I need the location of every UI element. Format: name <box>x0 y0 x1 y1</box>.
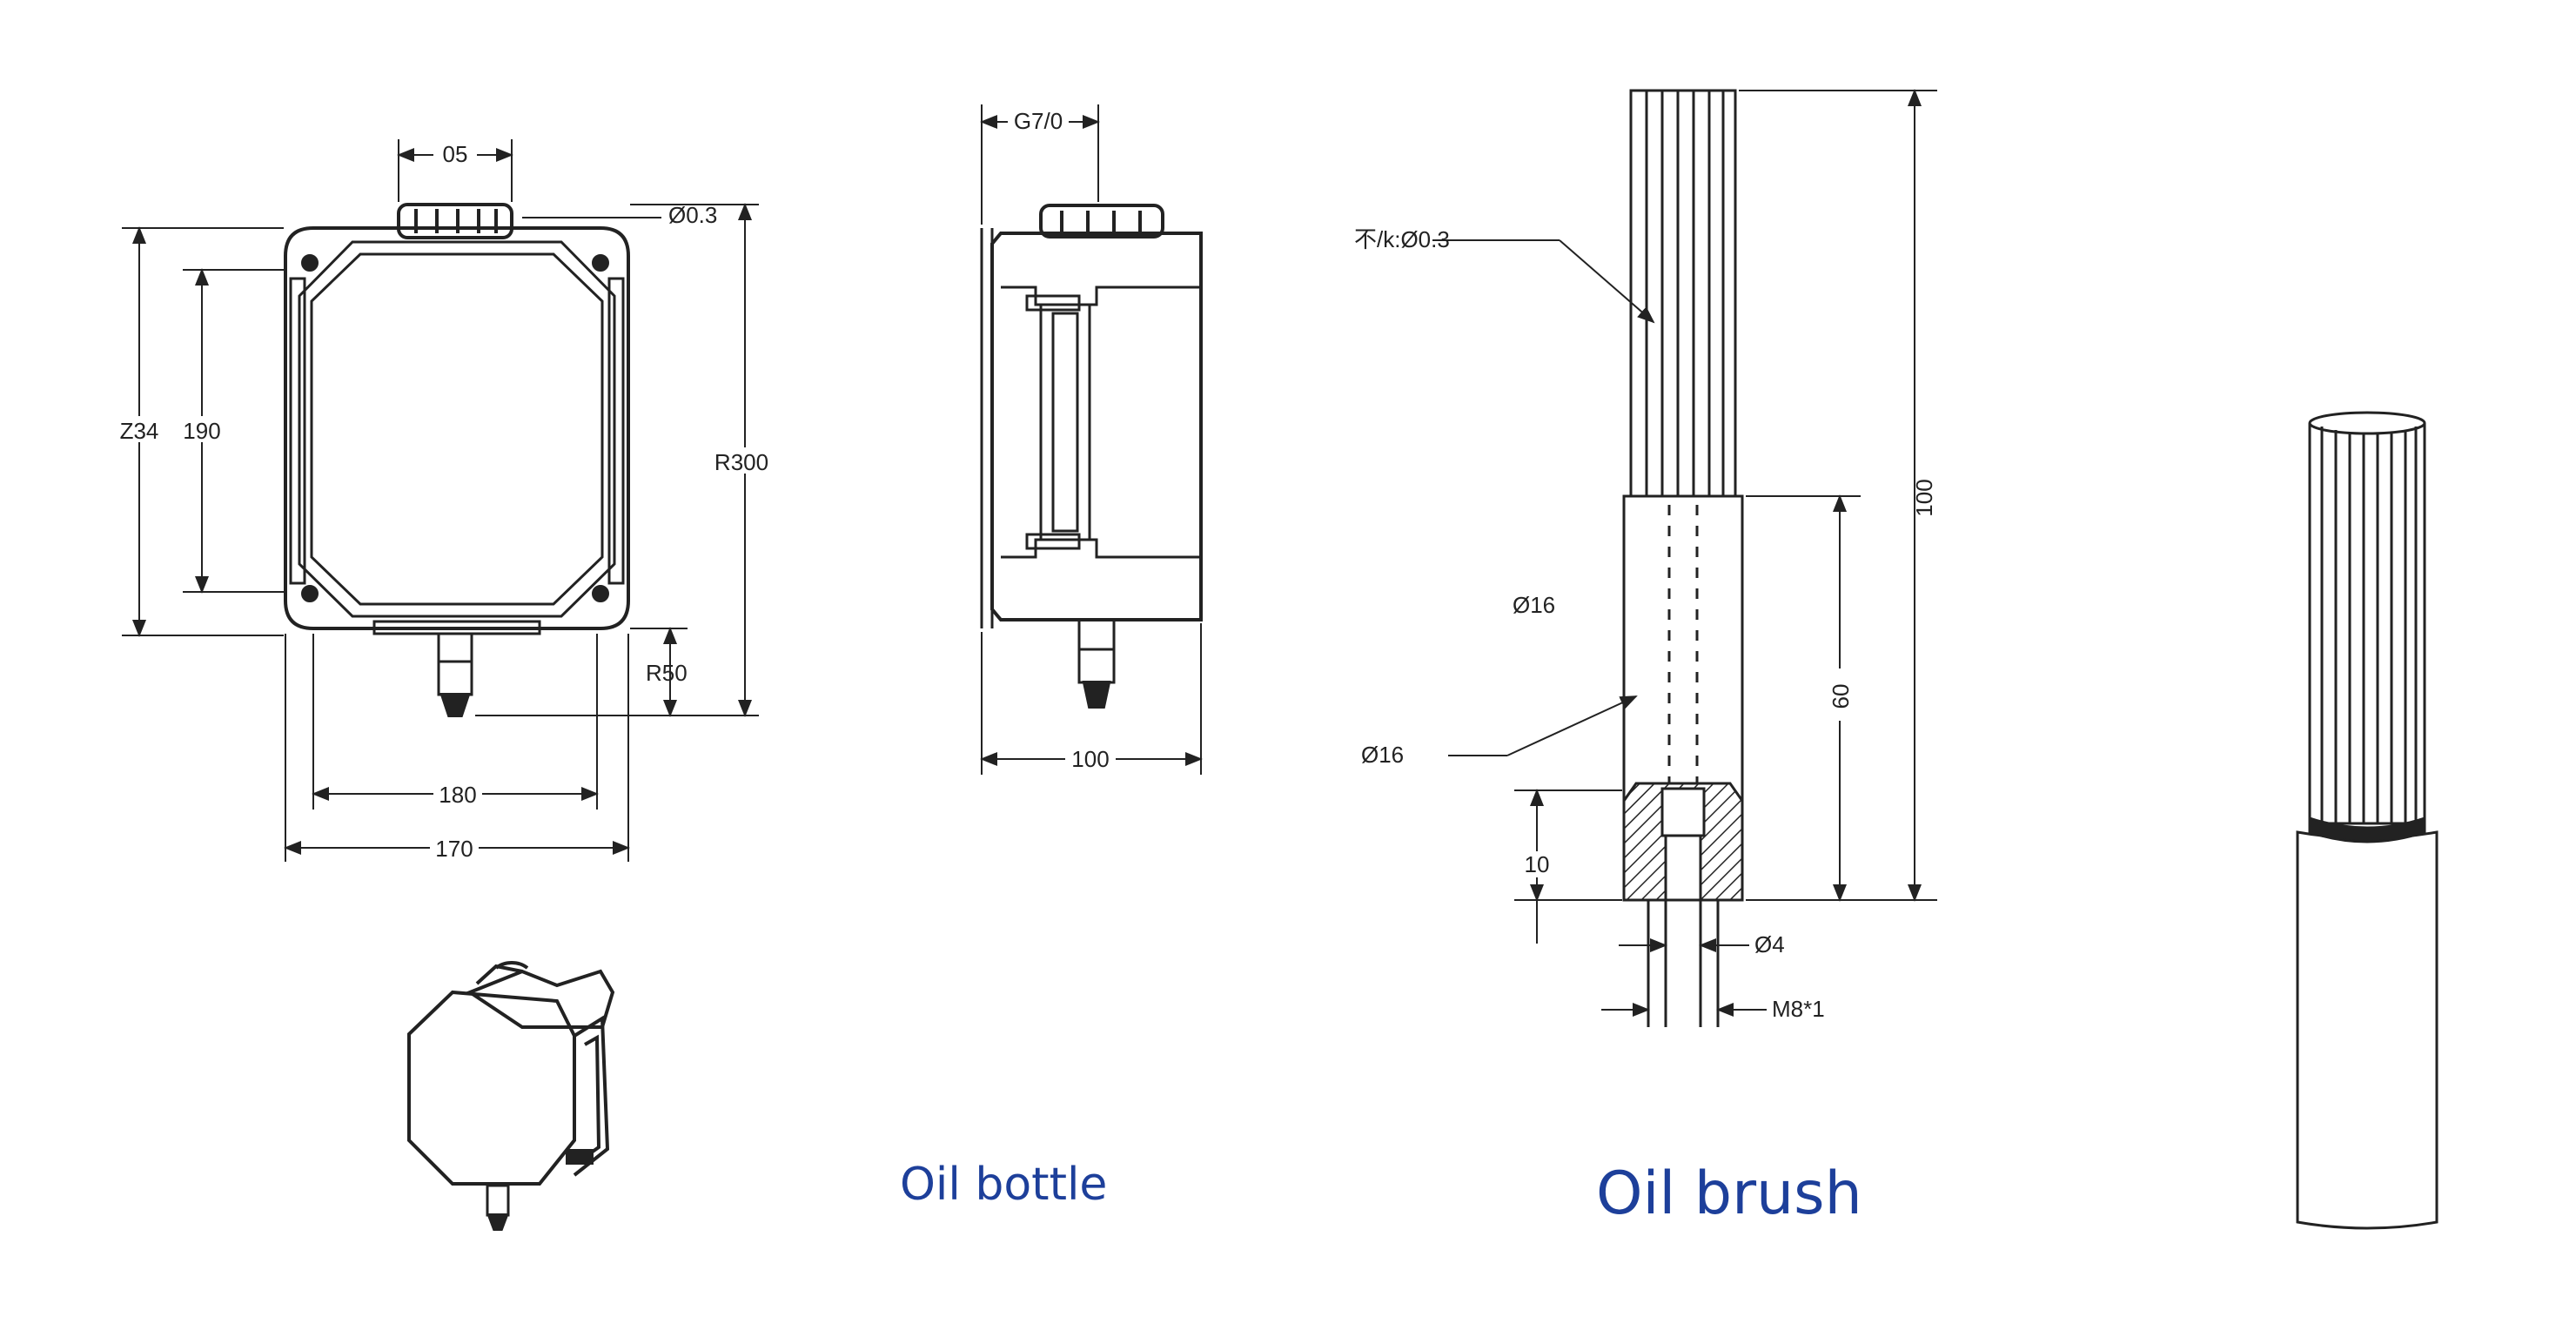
bottle-front-view <box>284 203 630 717</box>
dim-thread-length: 10 <box>1525 851 1550 877</box>
bottle-side-dimensions <box>980 104 1203 775</box>
dim-brush-holder: Ø16 <box>1361 742 1404 768</box>
mount-hole <box>301 254 319 272</box>
dim-bristle: 不/k:Ø0.3 <box>1354 226 1450 252</box>
bottle-body-outline <box>284 226 630 630</box>
dim-bottle-total-height: R300 <box>714 449 768 475</box>
brush-3d-handle <box>2296 830 2438 1230</box>
mount-hole <box>592 585 609 602</box>
bottle-front-dimensions <box>122 139 759 862</box>
caption-oil-brush: Oil brush <box>1596 1159 1862 1228</box>
dim-bottle-height-inner: 190 <box>183 418 220 444</box>
brush-dimensions <box>1432 89 1937 1017</box>
dim-side-depth: 100 <box>1071 746 1109 772</box>
bottle-isometric <box>407 961 615 1231</box>
side-cap <box>1039 204 1164 239</box>
dim-bottle-width-outer: 170 <box>435 836 473 862</box>
brush-3d-view <box>2296 411 2438 1230</box>
dim-cap-dia: Ø0.3 <box>668 202 717 228</box>
dim-bore: Ø4 <box>1754 931 1785 957</box>
brush-section-view <box>1622 89 1744 1027</box>
side-nozzle <box>1077 618 1116 684</box>
dim-bottle-height-outer: Z34 <box>120 418 159 444</box>
dim-cap-width: 05 <box>443 141 468 167</box>
mount-hole <box>301 585 319 602</box>
bottle-body-panel <box>298 240 616 618</box>
dim-brush-total: 100 <box>1911 479 1937 516</box>
mount-hole <box>592 254 609 272</box>
iso-nozzle <box>486 1184 510 1217</box>
dim-bottle-width-inner: 180 <box>439 782 476 808</box>
caption-oil-bottle: Oil bottle <box>900 1159 1107 1211</box>
bottle-side-view <box>980 204 1203 709</box>
dim-brush-dia: Ø16 <box>1513 592 1555 618</box>
bottle-cap <box>397 203 513 239</box>
dim-nozzle: R50 <box>646 660 688 686</box>
bottle-nozzle <box>437 632 473 696</box>
dim-thread: M8*1 <box>1772 996 1825 1022</box>
dim-brush-handle: 60 <box>1828 684 1854 709</box>
dim-side-cap: G7/0 <box>1014 108 1063 134</box>
